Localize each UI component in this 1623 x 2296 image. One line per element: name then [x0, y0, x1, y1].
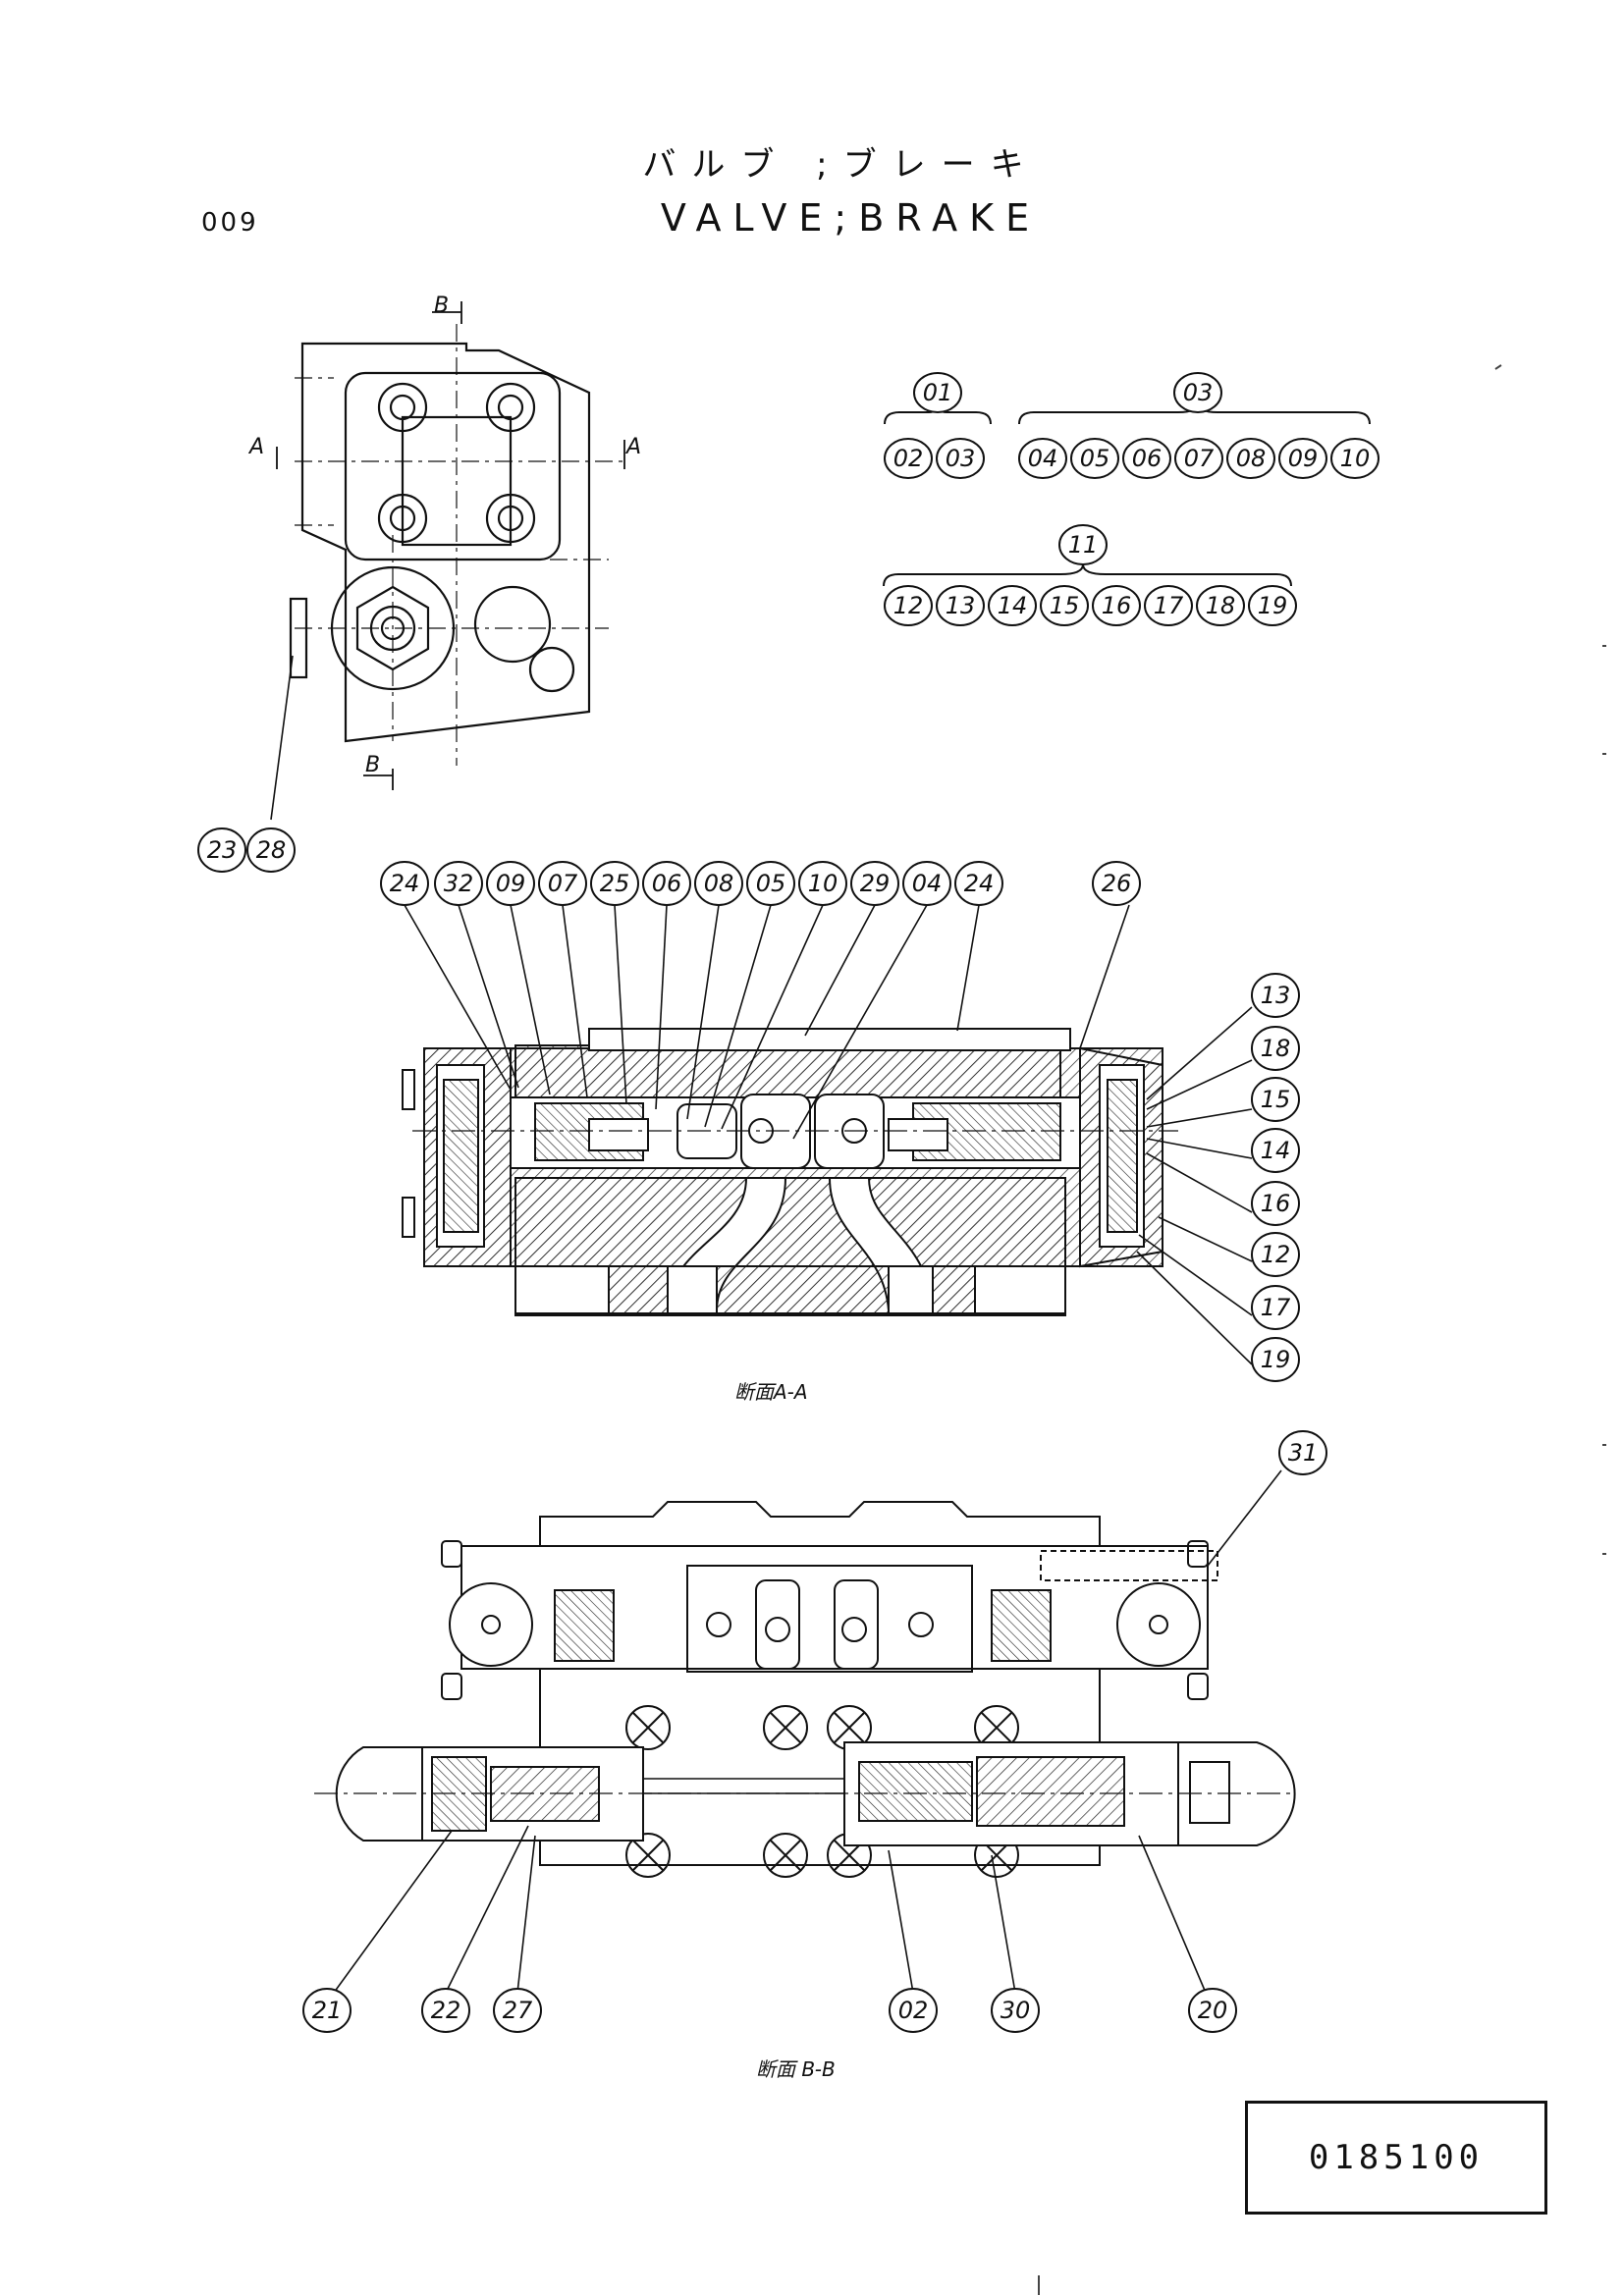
callout-balloons: 01 02 03 03 04 05 06 07 08 09 10 11 12 — [197, 372, 1380, 873]
balloon-tree-19: 19 — [1258, 592, 1288, 619]
balloon-bb-22: 22 — [431, 1997, 461, 2024]
balloon-aa-04: 04 — [912, 870, 943, 897]
balloon-tree-14: 14 — [998, 592, 1028, 619]
balloon-top-23: 23 — [207, 836, 238, 864]
title-english: VALVE;BRAKE — [660, 196, 1042, 240]
balloon-tree-11: 11 — [1068, 531, 1099, 559]
balloon-tree-05: 05 — [1080, 445, 1110, 472]
top-view-section-markers: B A A B — [247, 294, 641, 777]
balloon-bb-20: 20 — [1198, 1997, 1228, 2024]
balloon-aa-13: 13 — [1261, 982, 1291, 1009]
section-aa-drawing — [402, 1028, 1178, 1316]
balloon-tree-10: 10 — [1340, 445, 1371, 472]
top-view — [270, 301, 628, 821]
balloon-tree-13: 13 — [946, 592, 976, 619]
scan-marks — [1038, 364, 1606, 2295]
section-marker-a-left: A — [247, 435, 264, 459]
balloon-aa-12: 12 — [1261, 1241, 1291, 1268]
balloon-aa-15: 15 — [1261, 1086, 1291, 1113]
balloon-aa-10: 10 — [808, 870, 839, 897]
balloon-aa-18: 18 — [1261, 1035, 1291, 1062]
balloon-aa-25: 25 — [600, 870, 630, 897]
balloon-aa-17: 17 — [1261, 1294, 1291, 1321]
balloon-tree-03-parent: 03 — [1183, 379, 1214, 406]
balloon-tree-09: 09 — [1288, 445, 1319, 472]
balloon-bb-21: 21 — [312, 1997, 343, 2024]
balloon-tree-16: 16 — [1102, 592, 1132, 619]
balloon-tree-02: 02 — [893, 445, 924, 472]
balloon-aa-07: 07 — [548, 870, 578, 897]
balloon-tree-04: 04 — [1028, 445, 1058, 472]
parts-tree-lines — [883, 401, 1371, 587]
balloon-bb-27: 27 — [503, 1997, 533, 2024]
top-view-balloons: 23 28 — [197, 828, 296, 873]
section-bb-leaders — [333, 1469, 1282, 1994]
title-japanese: バルブ ;ブレーキ — [642, 145, 1040, 185]
section-marker-a-right: A — [624, 435, 641, 459]
part-number-box: 0185100 — [1245, 2101, 1547, 2215]
balloon-aa-05: 05 — [756, 870, 786, 897]
page-code: 009 — [201, 208, 259, 238]
balloon-tree-17: 17 — [1154, 592, 1184, 619]
balloon-bb-30: 30 — [1001, 1997, 1031, 2024]
balloon-aa-32: 32 — [444, 870, 474, 897]
balloon-top-28: 28 — [256, 836, 287, 864]
balloon-tree-15: 15 — [1050, 592, 1080, 619]
section-bb-balloons: 31 21 22 27 02 30 20 — [302, 1430, 1327, 2033]
balloon-tree-01: 01 — [923, 379, 953, 406]
section-aa-label: 断面A-A — [734, 1380, 808, 1404]
balloon-tree-12: 12 — [893, 592, 924, 619]
part-number: 0185100 — [1308, 2138, 1485, 2177]
balloon-aa-19: 19 — [1261, 1346, 1291, 1373]
parts-tree-balloons: 01 02 03 03 04 05 06 07 08 09 10 11 12 — [884, 372, 1380, 626]
balloon-aa-06: 06 — [652, 870, 682, 897]
section-marker-b-bottom: B — [365, 753, 380, 777]
balloon-tree-08: 08 — [1236, 445, 1267, 472]
section-aa-balloons: 24 32 09 07 25 06 08 05 10 29 04 24 26 1… — [380, 861, 1300, 1382]
balloon-tree-07: 07 — [1184, 445, 1215, 472]
balloon-aa-26: 26 — [1102, 870, 1132, 897]
balloon-bb-31: 31 — [1288, 1439, 1319, 1467]
balloon-tree-03: 03 — [946, 445, 976, 472]
section-marker-b-top: B — [434, 294, 449, 318]
balloon-bb-02: 02 — [898, 1997, 929, 2024]
balloon-tree-06: 06 — [1132, 445, 1163, 472]
section-aa-leaders — [404, 904, 1253, 1365]
balloon-aa-24-right: 24 — [964, 870, 995, 897]
balloon-aa-24-left: 24 — [390, 870, 420, 897]
balloon-aa-08: 08 — [704, 870, 734, 897]
balloon-aa-29: 29 — [860, 870, 891, 897]
balloon-tree-18: 18 — [1206, 592, 1236, 619]
section-bb-drawing — [314, 1501, 1296, 1878]
balloon-aa-14: 14 — [1261, 1137, 1291, 1164]
section-bb-label: 断面 B-B — [756, 2057, 836, 2081]
balloon-aa-09: 09 — [496, 870, 526, 897]
balloon-aa-16: 16 — [1261, 1190, 1291, 1217]
